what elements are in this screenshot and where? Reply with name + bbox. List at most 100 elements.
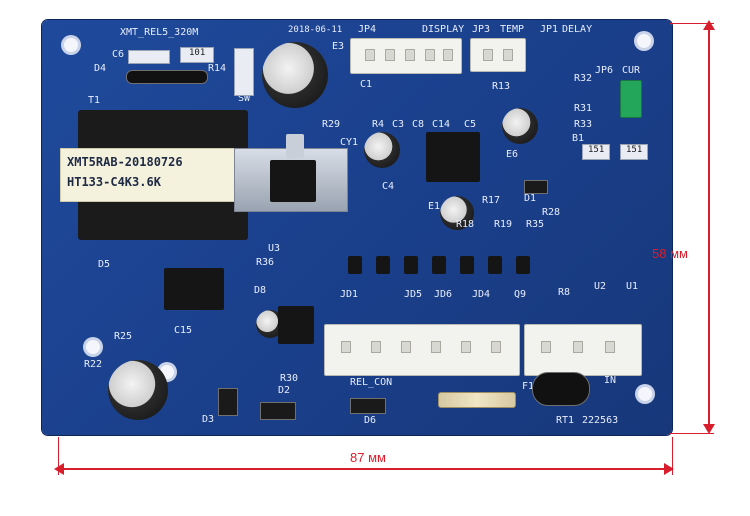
- width-tick-left: [58, 437, 59, 475]
- width-arrow-left: [54, 463, 64, 475]
- transformer-sticker: XMT5RAB-20180726 HT133-C4K3.6K: [60, 148, 242, 202]
- r19-label: R19: [494, 219, 513, 230]
- t1-label: T1: [88, 95, 101, 106]
- electrolytic-capacitor-e3: [262, 42, 328, 108]
- resistor-151-a: [582, 144, 610, 160]
- transistor: [404, 256, 418, 274]
- transistor: [348, 256, 362, 274]
- r36-label: R36: [256, 257, 275, 268]
- u3-label: U3: [268, 243, 281, 254]
- jd1-label: JD1: [340, 289, 359, 300]
- cur-connector: [620, 80, 642, 118]
- display-label: DISPLAY: [422, 24, 465, 35]
- jp4-label: JP4: [358, 24, 377, 35]
- c3-label: C3: [392, 119, 405, 130]
- d4-label: D4: [94, 63, 107, 74]
- microcontroller: [426, 132, 480, 182]
- f1-label: F1: [522, 381, 535, 392]
- c8-label: C8: [412, 119, 425, 130]
- e3-label: E3: [332, 41, 345, 52]
- rel-con-label: REL_CON: [350, 377, 393, 388]
- r14-label: R14: [208, 63, 227, 74]
- display-connector: [350, 38, 462, 74]
- sticker-line-1: XMT5RAB-20180726: [67, 155, 183, 169]
- width-tick-right: [672, 437, 673, 475]
- height-tick-bottom: [670, 433, 714, 434]
- d2-label: D2: [278, 385, 291, 396]
- r4-label: R4: [372, 119, 385, 130]
- voltage-regulator: [270, 160, 316, 202]
- resistor-101: [180, 47, 214, 63]
- c6-label: C6: [112, 49, 125, 60]
- d1-label: D1: [524, 193, 537, 204]
- height-tick-top: [670, 23, 714, 24]
- circuit-board: XMT_REL5_320M 2018-06-11 JP4 DISPLAY JP3…: [42, 20, 672, 435]
- r13-label: R13: [492, 81, 511, 92]
- d6-label: D6: [364, 415, 377, 426]
- width-arrow-right: [664, 463, 674, 475]
- q9-label: Q9: [514, 289, 527, 300]
- jp1-label: JP1: [540, 24, 559, 35]
- b1-label: B1: [572, 133, 585, 144]
- r35-label: R35: [526, 219, 545, 230]
- resistor-151-a-value: 151: [588, 145, 605, 155]
- delay-label: DELAY: [562, 24, 593, 35]
- resistor-151-b-value: 151: [626, 145, 643, 155]
- jd4-label: JD4: [472, 289, 491, 300]
- varistor: [532, 372, 590, 406]
- diode-d2: [260, 402, 296, 420]
- driver-ic: [164, 268, 224, 310]
- r30-label: R30: [280, 373, 299, 384]
- jd6-label: JD6: [434, 289, 453, 300]
- c4-label: C4: [382, 181, 395, 192]
- r8-label: R8: [558, 287, 571, 298]
- height-dimension-line: [708, 28, 710, 430]
- c15-label: C15: [174, 325, 193, 336]
- board-model-label: XMT_REL5_320M: [120, 27, 199, 38]
- r31-label: R31: [574, 103, 593, 114]
- capacitor-c6: [128, 50, 170, 64]
- d3-label: D3: [202, 414, 215, 425]
- regulator-tab: [286, 134, 304, 158]
- e1-label: E1: [428, 201, 441, 212]
- transistor: [460, 256, 474, 274]
- jd5-label: JD5: [404, 289, 423, 300]
- jp6-label: JP6: [595, 65, 614, 76]
- in-label: IN: [604, 375, 617, 386]
- r22-label: R22: [84, 359, 103, 370]
- mounting-hole: [638, 387, 652, 401]
- resistor-151-b: [620, 144, 648, 160]
- r17-label: R17: [482, 195, 501, 206]
- width-dimension-label: 87 мм: [350, 450, 386, 465]
- d5-label: D5: [98, 259, 111, 270]
- c1-label: C1: [360, 79, 373, 90]
- input-connector: [524, 324, 642, 376]
- capacitor-e6: [502, 108, 538, 144]
- r29-label: R29: [322, 119, 341, 130]
- c14-label: C14: [432, 119, 451, 130]
- transistor: [488, 256, 502, 274]
- capacitor-e1: [440, 196, 474, 230]
- height-arrow-top: [703, 20, 715, 30]
- bulk-capacitor: [108, 360, 168, 420]
- jp3-label: JP3: [472, 24, 491, 35]
- sw-label: SW: [238, 93, 251, 104]
- r32-label: R32: [574, 73, 593, 84]
- c5-label: C5: [464, 119, 477, 130]
- serial-label: 222563: [582, 415, 619, 426]
- transistor: [376, 256, 390, 274]
- width-dimension-line: [62, 468, 668, 470]
- resistor-101-value: 101: [189, 48, 206, 58]
- capacitor-c4: [364, 132, 400, 168]
- cy1-label: CY1: [340, 137, 359, 148]
- d8-label: D8: [254, 285, 267, 296]
- height-arrow-bottom: [703, 424, 715, 434]
- mounting-hole: [86, 340, 100, 354]
- mounting-hole: [637, 34, 651, 48]
- diode-d4: [126, 70, 208, 84]
- sticker-line-2: HT133-C4K3.6K: [67, 175, 161, 189]
- mounting-hole: [64, 38, 78, 52]
- diode-d3: [218, 388, 238, 416]
- r28-label: R28: [542, 207, 561, 218]
